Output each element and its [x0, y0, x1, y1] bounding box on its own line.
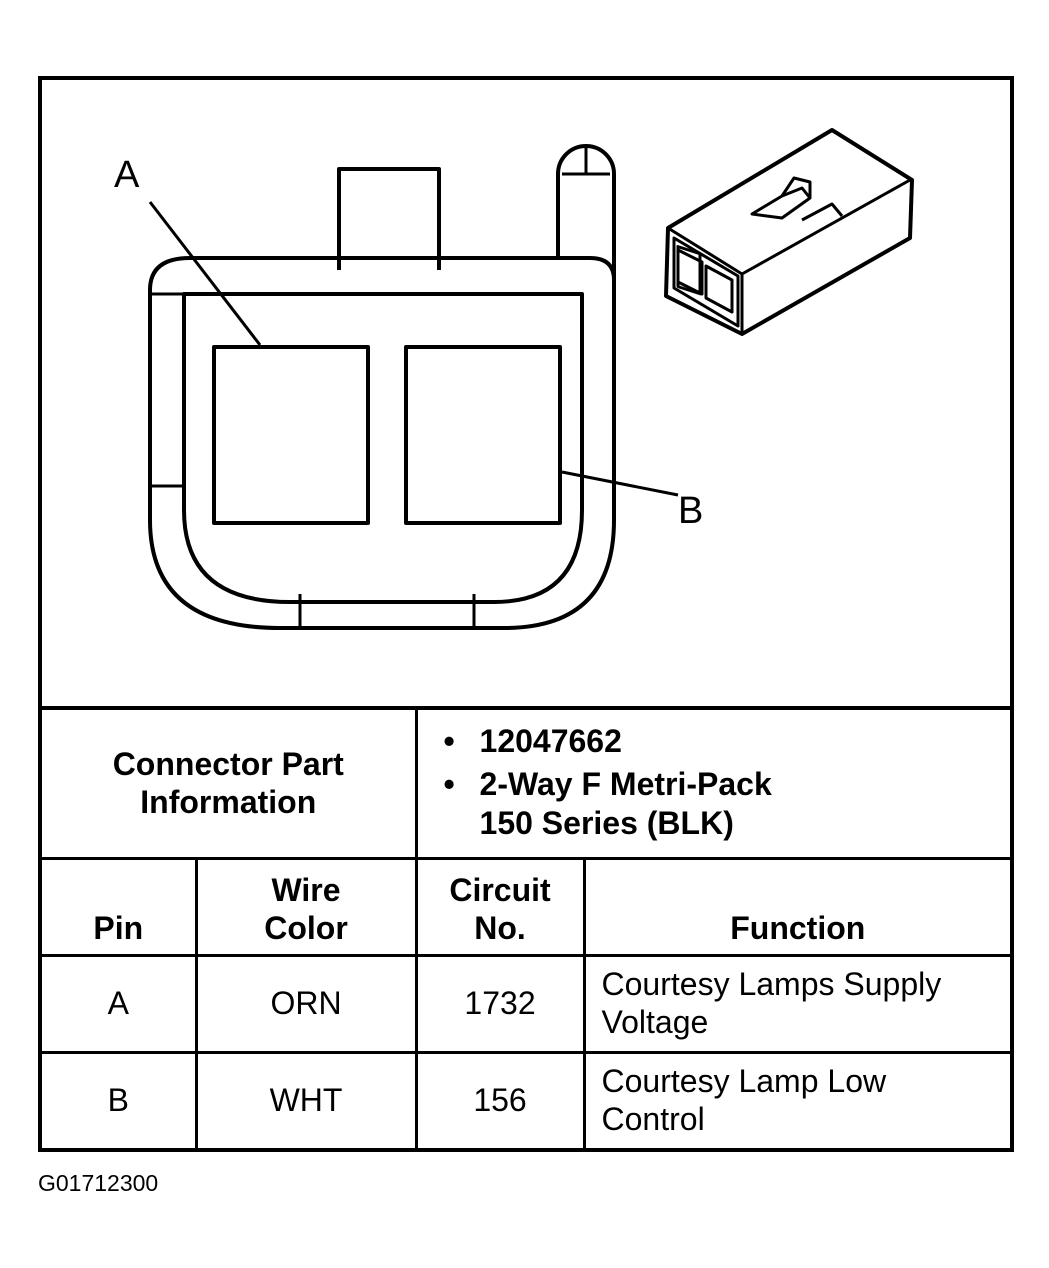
connector-part-info-values: • 12047662 • 2-Way F Metri-Pack 150 Seri…: [414, 706, 1011, 860]
figure-id: G01712300: [38, 1170, 159, 1196]
part-number-item: • 12047662: [444, 722, 1011, 761]
connector-part-info-row: Connector Part Information • 12047662 • …: [42, 706, 1011, 860]
header-wire-color: Wire Color: [194, 856, 418, 957]
wire-color-cell: ORN: [194, 953, 418, 1054]
callout-label-a: A: [114, 154, 140, 196]
locking-tab-outline: [337, 167, 441, 270]
pinout-table: Connector Part Information • 12047662 • …: [42, 706, 1011, 1148]
table-row: B WHT 156 Courtesy Lamp Low Control: [42, 1050, 1011, 1148]
cavity-a: [212, 345, 370, 525]
housing-outer: [148, 256, 616, 630]
connector-description-line2: 150 Series (BLK): [479, 804, 734, 841]
function-cell: Courtesy Lamp Low Control: [582, 1050, 1011, 1148]
header-circuit-line2: No.: [474, 910, 526, 947]
connector-face-drawing: [148, 128, 914, 630]
wire-color-cell: WHT: [194, 1050, 418, 1148]
part-number: 12047662: [479, 722, 622, 759]
connector-description-item: • 2-Way F Metri-Pack 150 Series (BLK): [444, 765, 1011, 843]
leader-line-a: [148, 201, 262, 346]
header-function: Function: [582, 856, 1011, 957]
header-circuit-line1: Circuit: [449, 871, 551, 908]
bullet-icon: •: [443, 765, 455, 802]
table-row: A ORN 1732 Courtesy Lamps Supply Voltage: [42, 953, 1011, 1054]
circuit-cell: 156: [414, 1050, 586, 1148]
callout-label-b: B: [678, 490, 704, 532]
housing-inner: [182, 292, 584, 604]
latch-post-outline: [556, 144, 616, 280]
table-header-row: Pin Wire Color Circuit No. Function: [42, 856, 1011, 957]
header-wire-color-line2: Color: [264, 910, 348, 947]
header-wire-color-line1: Wire: [271, 871, 341, 908]
function-line1: Courtesy Lamp Low: [601, 1063, 887, 1099]
connector-description-line1: 2-Way F Metri-Pack: [479, 765, 772, 802]
pin-cell: B: [42, 1050, 198, 1148]
bullet-icon: •: [443, 722, 455, 759]
cavity-b: [404, 345, 562, 525]
function-line2: Control: [601, 1100, 705, 1137]
connector-diagram: A B: [42, 80, 1010, 706]
leader-line-b: [561, 470, 679, 497]
pin-cell: A: [42, 953, 198, 1054]
header-circuit-no: Circuit No.: [414, 856, 586, 957]
function-line1: Courtesy Lamps Supply: [601, 965, 942, 1002]
connector-3d-view: [664, 128, 914, 336]
header-pin: Pin: [42, 856, 198, 957]
function-line2: Voltage: [601, 1003, 709, 1040]
connector-part-info-label: Connector Part Information: [42, 706, 418, 860]
function-cell: Courtesy Lamps Supply Voltage: [582, 953, 1011, 1054]
circuit-cell: 1732: [414, 953, 586, 1054]
connector-figure-frame: A B Connector Part Information • 1204766…: [38, 76, 1014, 1152]
